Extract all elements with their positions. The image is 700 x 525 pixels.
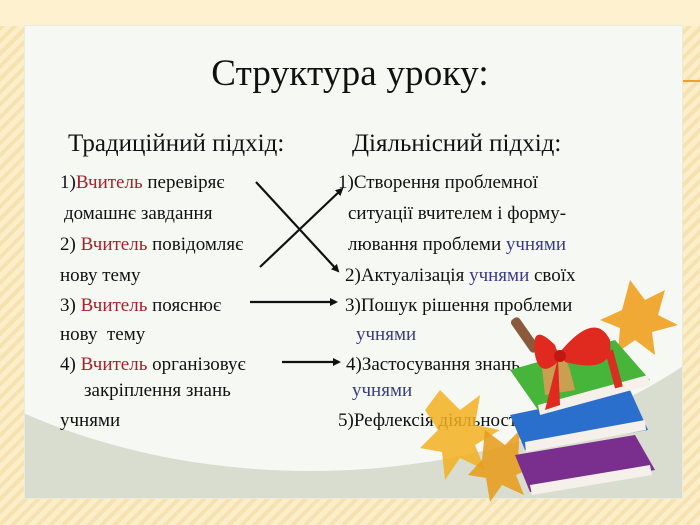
item-text: перевіряє (142, 172, 225, 193)
activity-header: Діяльнісний підхід: (352, 130, 562, 157)
traditional-item-4-cont: закріплення знань (84, 380, 231, 401)
item-text: своїх (529, 265, 576, 286)
activity-item-1-cont2: лювання проблеми учнями (348, 234, 566, 256)
arrow-icon (250, 181, 344, 366)
activity-item-3: 3)Пошук рішення проблеми (345, 295, 573, 316)
item-number: 3) (60, 295, 81, 316)
activity-item-2: 2)Актуалізація учнями своїх (345, 265, 576, 287)
item-number: 2) (60, 234, 81, 255)
traditional-item-1-cont: домашнє завдання (64, 203, 213, 224)
activity-item-4: 4)Застосування знань (346, 354, 520, 375)
traditional-item-2: 2) Вчитель повідомляє (60, 234, 243, 256)
traditional-item-3-cont: нову тему (60, 324, 146, 345)
red-bow-icon (534, 327, 611, 410)
students-word: учнями (505, 234, 567, 255)
top-band (0, 0, 700, 26)
actor-word: Вчитель (80, 354, 148, 375)
traditional-item-4-cont2: учнями (60, 410, 121, 431)
item-text: лювання проблеми (348, 234, 506, 255)
books-bell-leaves-illustration (420, 280, 678, 502)
item-number: 1) (60, 172, 76, 193)
activity-item-1: 1)Створення проблемної (338, 172, 538, 193)
maple-leaf-icon (420, 280, 678, 502)
actor-word: Вчитель (80, 295, 148, 316)
activity-item-4-students: учнями (352, 380, 413, 401)
traditional-header: Традиційний підхід: (68, 130, 285, 157)
item-text: 2)Актуалізація (345, 265, 470, 286)
traditional-item-1: 1)Вчитель перевіряє (60, 172, 225, 194)
slide-title: Структура уроку: (211, 53, 489, 94)
item-text: пояснює (147, 295, 222, 316)
activity-item-1-cont: ситуації вчителем і форму- (348, 203, 567, 224)
item-text: організовує (147, 354, 246, 375)
actor-word: Вчитель (80, 234, 148, 255)
traditional-item-4: 4) Вчитель організовує (60, 354, 246, 376)
traditional-item-3: 3) Вчитель пояснює (60, 295, 221, 317)
item-number: 4) (60, 354, 81, 375)
students-word: учнями (469, 265, 530, 286)
activity-item-3-students: учнями (356, 324, 417, 345)
traditional-item-2-cont: нову тему (60, 265, 141, 286)
actor-word: Вчитель (75, 172, 143, 193)
item-text: повідомляє (147, 234, 244, 255)
accent-line (682, 80, 700, 82)
